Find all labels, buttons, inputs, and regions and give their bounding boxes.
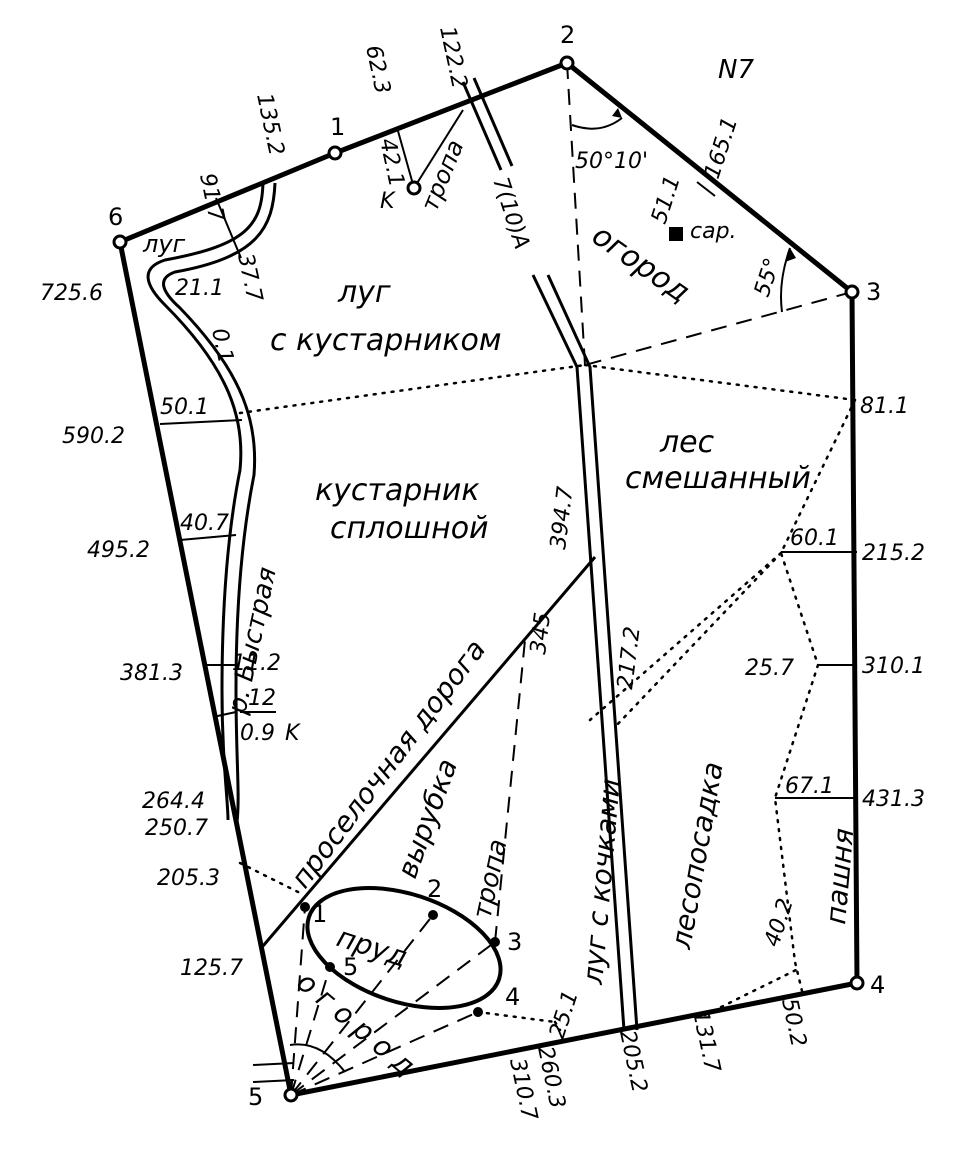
point-4-marker (849, 975, 865, 991)
dist-122-2: 122.2 (434, 24, 472, 91)
dist-125-7: 125.7 (180, 956, 243, 981)
clearing-name: вырубка (391, 754, 465, 882)
point-5-marker (283, 1087, 299, 1103)
barn-label: сар. (690, 219, 737, 244)
dist-21-1: 21.1 (175, 276, 224, 301)
plantation-name: лесопосадка (664, 759, 730, 952)
dist-725-6: 725.6 (40, 281, 103, 306)
dist-165-1: 165.1 (700, 114, 743, 182)
dist-205-3: 205.3 (157, 866, 220, 891)
area-meadow-shrub-1: луг (337, 275, 391, 310)
pond-point-3: 3 (507, 928, 522, 956)
area-forest-2: смешанный (625, 461, 811, 496)
dist-40-7: 40.7 (180, 511, 229, 536)
dist-50-1: 50.1 (160, 395, 209, 420)
dist-394-7: 394.7 (546, 485, 578, 551)
field-road (461, 77, 639, 1031)
arrow-head (785, 248, 796, 262)
pond-point-5: 5 (343, 953, 358, 981)
traverse-points (112, 55, 865, 1103)
area-meadow-shrub-2: с кустарником (270, 323, 502, 358)
dist-215-2: 215.2 (862, 541, 925, 566)
area-shrub-2: сплошной (330, 511, 489, 546)
offset-ticks (159, 181, 857, 1083)
pond-points (300, 902, 500, 1017)
point-1-label: 1 (330, 113, 345, 141)
point-3-marker (844, 284, 860, 300)
path-to-k (397, 109, 464, 189)
k-marker (406, 180, 422, 196)
barn-marker (669, 227, 683, 241)
dist-135-2: 135.2 (251, 91, 289, 158)
river-den: 0.9 (240, 721, 275, 746)
dist-25-7: 25.7 (745, 656, 794, 681)
dist-91-7: 91.7 (194, 171, 229, 224)
dist-590-2: 590.2 (62, 424, 125, 449)
path-name-2: тропа (468, 836, 514, 921)
dist-131-7: 131.7 (687, 1008, 725, 1075)
dist-50-2: 50.2 (776, 996, 811, 1049)
path-name-1: тропа (416, 136, 470, 215)
dist-381-3: 381.3 (120, 661, 183, 686)
river-bystraya (146, 181, 277, 823)
point-1-marker (327, 145, 343, 161)
dist-60-1: 60.1 (790, 526, 839, 551)
dist-217-2: 217.2 (613, 625, 645, 691)
dist-51-1: 51.1 (647, 173, 686, 227)
dashed-lines (290, 62, 853, 1096)
dist-81-1: 81.1 (860, 394, 909, 419)
dist-310-1: 310.1 (862, 654, 925, 679)
pond-point-1: 1 (312, 900, 327, 928)
dist-40-2: 40.2 (760, 896, 799, 950)
point-2-label: 2 (560, 21, 575, 49)
arrow-head (612, 108, 622, 118)
dirt-road-name: проселочная дорога (284, 633, 492, 894)
area-shrub-1: кустарник (315, 473, 480, 508)
dist-25-1: 25.1 (545, 988, 584, 1042)
dist-37-7: 37.7 (232, 251, 267, 304)
river-num: 12 (248, 686, 276, 711)
dist-11-2: 11.2 (232, 651, 281, 676)
dist-67-1: 67.1 (785, 774, 834, 799)
dist-431-3: 431.3 (862, 787, 925, 812)
pond-point-4: 4 (505, 983, 520, 1011)
point-4-label: 4 (870, 971, 885, 999)
dist-42-1: 42.1 (374, 136, 409, 189)
dist-345: 345 (526, 611, 556, 656)
angle-2: 50°10' (575, 149, 648, 174)
dist-250-7: 250.7 (145, 816, 208, 841)
area-forest-1: лес (659, 425, 715, 460)
dirt-road-line (261, 556, 597, 947)
point-6-label: 6 (108, 203, 123, 231)
pond-point-2: 2 (427, 875, 442, 903)
sheet-number: N7 (718, 55, 754, 85)
pond-outline (305, 886, 503, 1010)
contour-dotted-lines (238, 363, 857, 1032)
k-label: K (380, 189, 396, 214)
point-2-marker (559, 55, 575, 71)
point-6-marker (112, 234, 128, 250)
area-meadow: луг (142, 230, 186, 258)
dist-495-2: 495.2 (87, 538, 150, 563)
dist-205-2: 205.2 (614, 1028, 652, 1095)
dist-62-3: 62.3 (360, 43, 395, 96)
dist-264-4: 264.4 (142, 789, 205, 814)
point-5-label: 5 (248, 1083, 263, 1111)
river-k: K (285, 721, 301, 746)
point-3-label: 3 (866, 278, 881, 306)
road-sign: 7(10)А (487, 174, 534, 252)
